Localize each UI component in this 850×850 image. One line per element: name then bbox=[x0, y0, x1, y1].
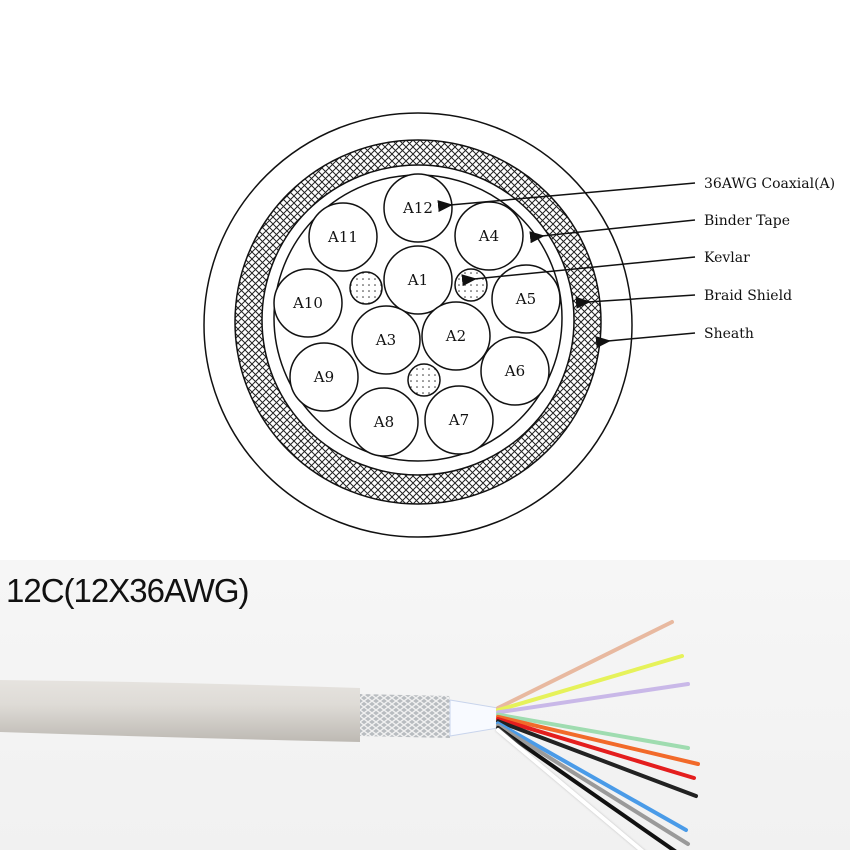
conductor-label: A1 bbox=[407, 271, 428, 289]
conductor-a7: A7 bbox=[424, 385, 494, 455]
label-binder-tape: Binder Tape bbox=[704, 213, 790, 229]
wire-9 bbox=[496, 725, 677, 850]
conductor-a6: A6 bbox=[480, 336, 550, 406]
conductor-a9: A9 bbox=[289, 342, 359, 412]
leader-arrow-kevlar bbox=[461, 256, 696, 287]
conductor-label: A3 bbox=[375, 331, 396, 349]
conductor-label: A9 bbox=[313, 368, 334, 386]
conductor-label: A10 bbox=[292, 294, 323, 312]
label-coaxial: 36AWG Coaxial(A) bbox=[704, 176, 835, 192]
conductor-a11: A11 bbox=[308, 202, 378, 272]
conductor-a8: A8 bbox=[349, 387, 419, 457]
conductor-label: A4 bbox=[478, 227, 499, 245]
kevlar-filler bbox=[407, 363, 441, 397]
conductor-label: A7 bbox=[448, 411, 469, 429]
conductor-label: A5 bbox=[515, 290, 536, 308]
label-braid-shield: Braid Shield bbox=[704, 288, 792, 304]
conductor-a4: A4 bbox=[454, 201, 524, 271]
wire-6 bbox=[496, 719, 698, 798]
label-kevlar: Kevlar bbox=[704, 250, 750, 266]
conductor-a10: A10 bbox=[273, 268, 343, 338]
leader-arrow-sheath bbox=[595, 332, 696, 349]
leader-arrow-binder-tape bbox=[529, 219, 696, 244]
leader-arrow-braid-shield bbox=[575, 294, 696, 309]
leader-arrow-coaxial bbox=[437, 182, 696, 213]
conductor-a2: A2 bbox=[421, 301, 491, 371]
kevlar-filler bbox=[454, 268, 488, 302]
label-sheath: Sheath bbox=[704, 326, 754, 342]
cable-jacket bbox=[0, 680, 360, 742]
conductor-a3: A3 bbox=[351, 305, 421, 375]
wire-10 bbox=[496, 728, 645, 850]
conductor-label: A6 bbox=[504, 362, 525, 380]
kevlar-filler bbox=[349, 271, 383, 305]
wire-7 bbox=[496, 721, 688, 832]
conductor-a5: A5 bbox=[491, 264, 561, 334]
wire-3 bbox=[496, 712, 690, 750]
braid-shield-exposed bbox=[360, 694, 450, 738]
binder-tape-exposed bbox=[449, 699, 499, 737]
conductor-label: A12 bbox=[402, 199, 433, 217]
wire-4 bbox=[496, 714, 700, 766]
wire-0 bbox=[496, 620, 674, 710]
conductor-a1: A1 bbox=[383, 245, 453, 315]
cable-model-title: 12C(12X36AWG) bbox=[6, 572, 250, 609]
conductor-label: A2 bbox=[445, 327, 466, 345]
cable-photo: 12C(12X36AWG) bbox=[0, 560, 850, 850]
conductor-label: A11 bbox=[327, 228, 358, 246]
wire-1 bbox=[496, 654, 684, 713]
wire-5 bbox=[496, 717, 696, 780]
cable-photo-illustration bbox=[0, 620, 700, 850]
wire-2 bbox=[496, 682, 690, 715]
wire-8 bbox=[496, 723, 690, 846]
conductor-a12: A12 bbox=[383, 173, 453, 243]
conductor-label: A8 bbox=[373, 413, 394, 431]
